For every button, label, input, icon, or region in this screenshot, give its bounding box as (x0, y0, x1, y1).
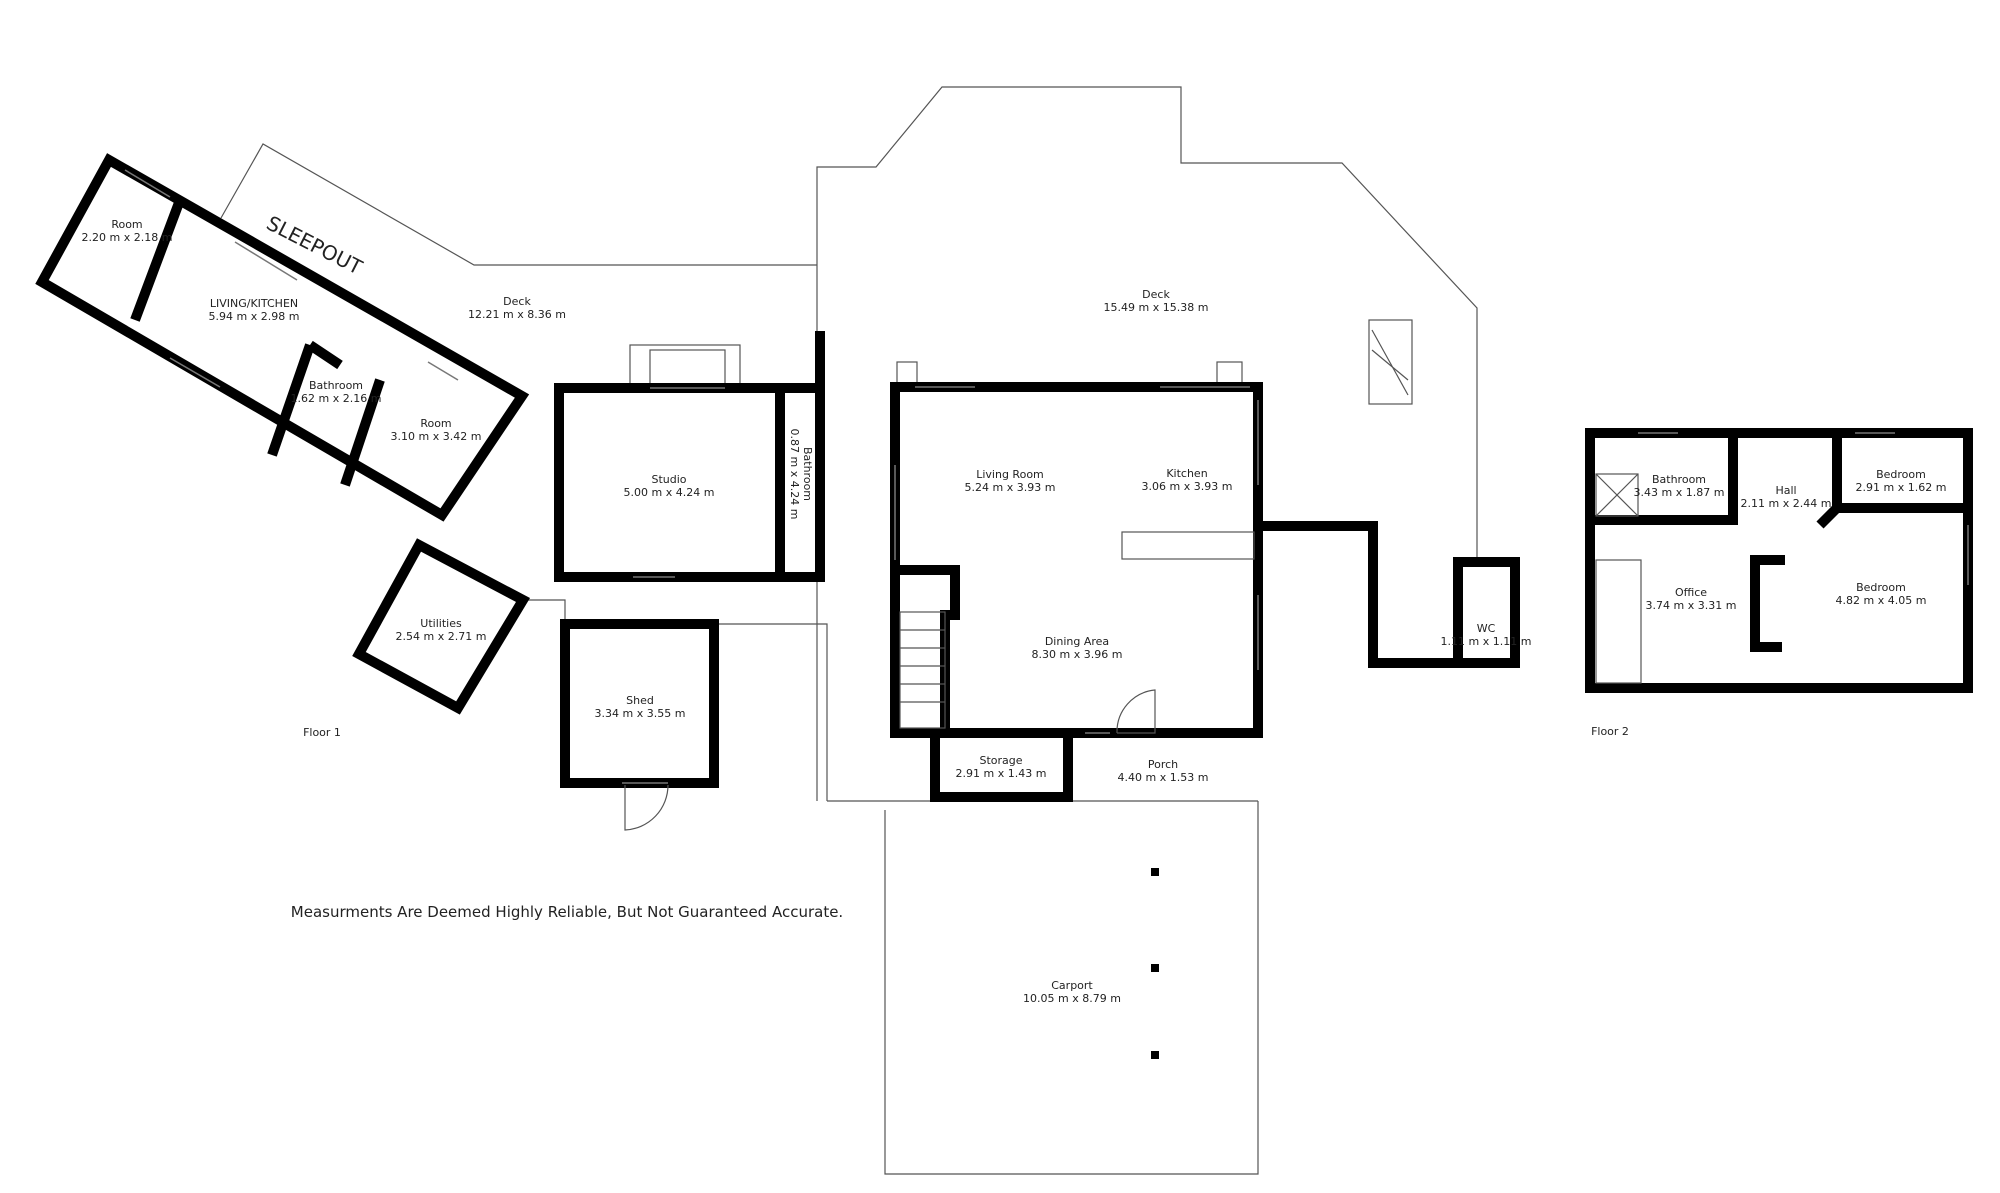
stairs (899, 611, 946, 729)
room-label: Storage (979, 754, 1022, 767)
room-size: 2.91 m x 1.43 m (956, 767, 1047, 780)
carport-posts (1151, 868, 1159, 1059)
floor2-label: Floor 2 (1591, 725, 1629, 738)
room-size: 1.11 m x 1.11 m (1441, 635, 1532, 648)
room-label: Deck (503, 295, 531, 308)
room-size: 5.24 m x 3.93 m (965, 481, 1056, 494)
room-label: Porch (1148, 758, 1178, 771)
room-label: Bathroom (801, 447, 814, 501)
sleepout-building (35, 153, 530, 522)
room-size: 3.74 m x 3.31 m (1646, 599, 1737, 612)
studio-walls (554, 331, 825, 582)
room-size: 1.62 m x 2.16 m (291, 392, 382, 405)
room-size: 12.21 m x 8.36 m (468, 308, 566, 321)
room-size: 10.05 m x 8.79 m (1023, 992, 1121, 1005)
room-size: 0.87 m x 4.24 m (788, 429, 801, 520)
room-label: Dining Area (1045, 635, 1109, 648)
room-label: Room (420, 417, 451, 430)
room-label: Deck (1142, 288, 1170, 301)
room-size: 15.49 m x 15.38 m (1104, 301, 1209, 314)
room-label: Kitchen (1166, 467, 1207, 480)
room-label: Shed (626, 694, 654, 707)
room-size: 3.10 m x 3.42 m (391, 430, 482, 443)
room-size: 5.94 m x 2.98 m (209, 310, 300, 323)
room-size: 2.54 m x 2.71 m (396, 630, 487, 643)
room-size: 3.34 m x 3.55 m (595, 707, 686, 720)
room-size: 4.40 m x 1.53 m (1118, 771, 1209, 784)
room-label: Bathroom (1652, 473, 1706, 486)
floor1-label: Floor 1 (303, 726, 341, 739)
room-label: WC (1477, 622, 1496, 635)
room-label: Bedroom (1856, 581, 1906, 594)
room-size: 4.82 m x 4.05 m (1836, 594, 1927, 607)
floor2-walls (1585, 428, 1973, 693)
main-house-walls (890, 382, 1520, 802)
room-label: Hall (1775, 484, 1796, 497)
room-label: Room (111, 218, 142, 231)
room-label: LIVING/KITCHEN (210, 297, 298, 310)
utilities-walls (352, 538, 531, 715)
room-label: Living Room (976, 468, 1044, 481)
room-size: 3.43 m x 1.87 m (1634, 486, 1725, 499)
room-label: Carport (1051, 979, 1093, 992)
room-size: 2.11 m x 2.44 m (1741, 497, 1832, 510)
room-size: 2.20 m x 2.18 m (82, 231, 173, 244)
room-label: Utilities (420, 617, 462, 630)
room-size: 8.30 m x 3.96 m (1032, 648, 1123, 661)
room-size: 2.91 m x 1.62 m (1856, 481, 1947, 494)
deck-outlines (220, 86, 1478, 1175)
room-size: 3.06 m x 3.93 m (1142, 480, 1233, 493)
disclaimer: Measurments Are Deemed Highly Reliable, … (291, 903, 843, 921)
shed-walls (560, 619, 719, 831)
room-label: Office (1675, 586, 1707, 599)
room-label: Bathroom (309, 379, 363, 392)
room-size: 5.00 m x 4.24 m (624, 486, 715, 499)
room-label: Bedroom (1876, 468, 1926, 481)
room-label: Studio (651, 473, 686, 486)
